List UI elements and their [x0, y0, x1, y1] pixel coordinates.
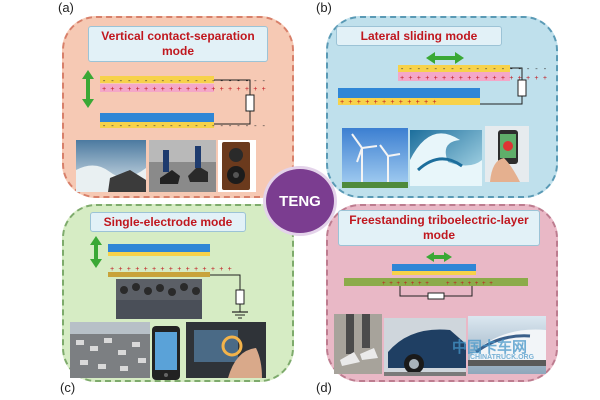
bottom-metal-layer — [100, 122, 214, 128]
panel-letter-b: (b) — [316, 0, 332, 15]
title-freestanding: Freestanding triboelectric-layer mode — [338, 210, 540, 246]
panel-letter-d: (d) — [316, 380, 332, 395]
title-vertical-contact-separation: Vertical contact-separation mode — [88, 26, 268, 62]
photo-crowd — [116, 279, 202, 319]
title-single-electrode: Single-electrode mode — [90, 212, 246, 232]
photo-bullet-train — [468, 316, 546, 374]
svg-text:- - - - - - - - - - - - - - -: - - - - - - - - - - - - - - - - - - - - — [102, 78, 266, 86]
svg-text:+ + + + + + + + + + + + + + +: + + + + + + + + + + + + + + + + + + + + — [102, 86, 266, 94]
svg-text:+ + + + + + + + + + + + + + +: + + + + + + + + + + + + + + + + + + — [400, 75, 547, 83]
load-resistor-b — [517, 79, 527, 97]
watermark-domain: CHINATRUCK.ORG — [470, 354, 535, 361]
svg-text:+ + + + + + + + + + + +: + + + + + + + + + + + + — [340, 99, 437, 107]
photo-walking-feet — [334, 314, 382, 374]
photo-traffic-highway — [70, 322, 150, 378]
photo-big-wave — [410, 130, 482, 186]
freestanding-schematic: + + + + + + + + + + + + + + — [344, 252, 528, 300]
top-electrode-layer — [100, 84, 214, 92]
svg-text:+ + + + + + +: + + + + + + + — [446, 280, 493, 287]
load-resistor-d — [427, 292, 445, 300]
svg-text:+ + + + + + + + + + + + + + +: + + + + + + + + + + + + + + + — [110, 266, 232, 274]
panel-letter-c: (c) — [60, 380, 76, 395]
photo-wind-turbines — [342, 128, 408, 188]
panel-letter-a: (a) — [58, 0, 74, 15]
svg-text:- - - - - - - - - - - - - - -: - - - - - - - - - - - - - - - - - - — [400, 66, 547, 74]
photo-car-wheel — [384, 318, 466, 376]
svg-text:- - - - - - - - - - - - - - -: - - - - - - - - - - - - - - - - - - - - — [102, 123, 266, 131]
single-electrode-schematic: + + + + + + + + + + + + + + + — [90, 236, 248, 319]
photo-touch-device — [186, 322, 266, 378]
teng-center-circle: TENG — [263, 166, 337, 236]
photo-smartphone — [152, 326, 180, 380]
title-lateral-sliding: Lateral sliding mode — [336, 26, 502, 46]
top-dielectric-layer — [100, 76, 214, 83]
svg-text:+ + + + + + +: + + + + + + + — [382, 280, 429, 287]
lateral-mode-schematic: - - - - - - - - - - - - - - - - - - + + … — [338, 52, 547, 107]
photo-hand-phone — [485, 126, 529, 182]
vertical-mode-schematic: - - - - - - - - - - - - - - - - - - - - … — [82, 70, 266, 131]
load-resistor-c — [235, 289, 245, 305]
photo-loudspeaker — [218, 140, 256, 192]
photo-walking-shoes — [149, 140, 216, 192]
load-resistor — [245, 94, 255, 112]
photo-ocean-waves — [76, 140, 146, 192]
watermark-logo: 中国卡车网 — [452, 339, 528, 356]
bottom-electrode — [100, 113, 214, 122]
